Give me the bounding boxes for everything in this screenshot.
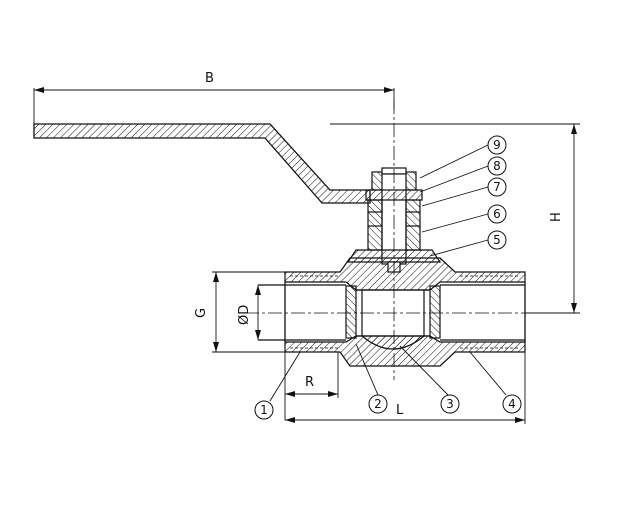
callout-9: 9 [487,135,507,155]
callout-4: 4 [502,394,522,414]
callout-5: 5 [487,230,507,250]
lever-handle [33,123,371,204]
callout-7: 7 [487,177,507,197]
dim-b-label: B [205,71,214,86]
svg-text:5: 5 [493,233,501,247]
callout-1: 1 [254,400,274,420]
callout-6: 6 [487,204,507,224]
svg-text:9: 9 [493,138,501,152]
svg-text:8: 8 [493,159,501,173]
dim-r-label: R [305,375,314,390]
svg-text:1: 1 [260,403,268,417]
dim-d-label: ØD [237,305,252,325]
svg-text:2: 2 [374,397,382,411]
dimension-lines [33,87,580,424]
svg-text:3: 3 [446,397,454,411]
svg-text:7: 7 [493,180,501,194]
leader-lines [269,144,507,402]
center-lines [245,100,545,380]
callout-2: 2 [368,394,388,414]
dim-g-label: G [194,308,209,318]
svg-text:6: 6 [493,207,501,221]
dim-h-label: H [549,212,564,222]
valve-body [258,257,526,367]
dim-l-label: L [396,403,404,418]
svg-text:4: 4 [508,397,516,411]
callout-8: 8 [487,156,507,176]
callout-3: 3 [440,394,460,414]
